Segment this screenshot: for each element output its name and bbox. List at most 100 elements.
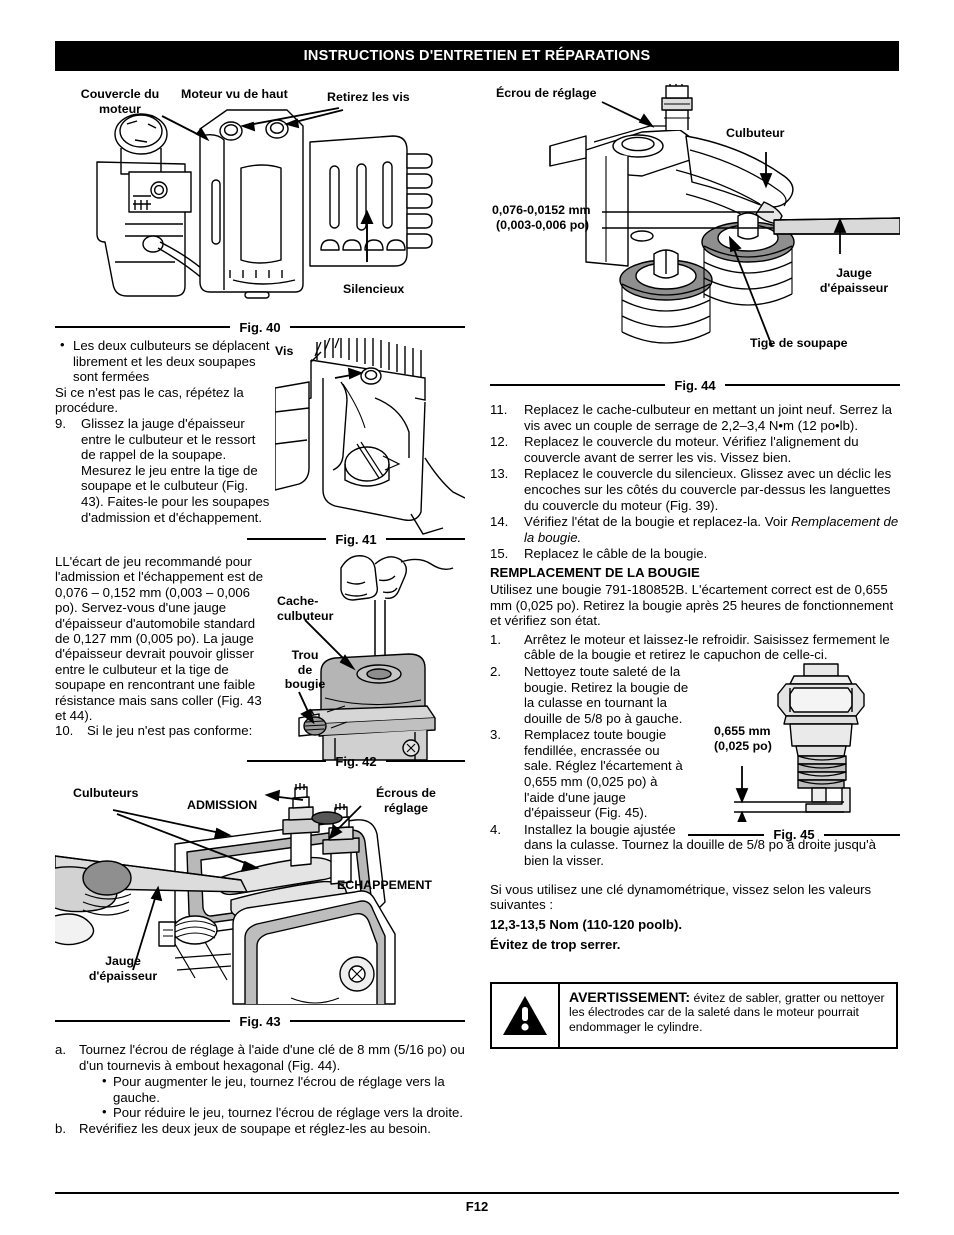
fig44-callout-clearance-in: (0,003-0,006 po) (496, 218, 589, 232)
figure-45-caption-rule: Fig. 45 (688, 824, 900, 846)
fig44-callout-valve-stem: Tige de soupape (750, 336, 848, 350)
list-item-9-number: 9. (55, 415, 66, 431)
fig41-row: Vis Les deux culbuteurs se déplacent lib… (55, 337, 465, 538)
warning-box: AVERTISSEMENT: évitez de sabler, gratter… (490, 982, 898, 1049)
fig44-callout-feeler-gauge: Jauge d'épaisseur (819, 266, 889, 295)
fig40-callout-top-view: Moteur vu de haut (181, 87, 288, 101)
fig43-callout-exhaust: ECHAPPEMENT (337, 878, 433, 892)
list-item-a-bullet-2: Pour réduire le jeu, tournez l'écrou de … (97, 1104, 465, 1121)
fig42-callout-plug-hole: Trou de bougie (284, 648, 326, 692)
figure-45-label: Fig. 45 (773, 827, 815, 843)
figure-44-artwork: Écrou de réglage Culbuteur 0,076-0,0152 … (490, 84, 900, 374)
figure-41-caption-rule: Fig. 41 (247, 528, 465, 550)
para-clearance-spec: LL'écart de jeu recommandé pour l'admiss… (55, 554, 264, 724)
fig43-callout-adjust-nuts: Écrous de réglage (376, 786, 436, 815)
plug-list-item-4-number: 4. (490, 821, 501, 837)
list-item-12-number: 12. (490, 434, 509, 450)
list-item-11: 11. Replacez le cache-culbuteur en metta… (490, 402, 900, 433)
torque-note: Évitez de trop serrer. (490, 936, 621, 952)
para-torque-intro: Si vous utilisez une clé dynamométrique,… (490, 881, 872, 913)
fig43-callout-rockers: Culbuteurs (73, 786, 139, 800)
figure-40-label: Fig. 40 (239, 319, 281, 335)
warning-icon-cell (492, 984, 560, 1047)
list-item-b-text: Revérifiez les deux jeux de soupape et r… (79, 1120, 431, 1136)
figure-43-label: Fig. 43 (239, 1013, 281, 1029)
list-item-10-text: Si le jeu n'est pas conforme: (87, 723, 253, 739)
list-item-10: 10. Si le jeu n'est pas conforme: (55, 723, 273, 739)
list-item-15-text: Replacez le câble de la bougie. (524, 546, 708, 562)
figure-43-artwork: Culbuteurs ADMISSION Écrous de réglage E… (55, 782, 465, 1010)
list-item-b-marker: b. (55, 1120, 66, 1136)
list-item: Les deux culbuteurs se déplacent libreme… (55, 337, 273, 385)
bullet-list-1: Les deux culbuteurs se déplacent libreme… (55, 337, 273, 385)
list-item-a-bullet-2-text: Pour réduire le jeu, tournez l'écrou de … (113, 1105, 463, 1121)
fig44-callout-rocker: Culbuteur (726, 126, 785, 140)
plug-list-item-3-number: 3. (490, 727, 501, 743)
figure-41-drawing (275, 338, 465, 535)
figure-42-artwork: Cache- culbuteur Trou de bougie (275, 552, 465, 764)
plug-list-item-1: 1. Arrêtez le moteur et laissez-le refro… (490, 632, 900, 663)
plug-list-item-2: 0,655 mm (0,025 po) 2. Nettoyez toute sa… (490, 663, 900, 822)
warning-triangle-icon (503, 995, 547, 1035)
torque-value: 12,3-13,5 Nom (110-120 poolb). (490, 916, 683, 932)
para-repeat-procedure: Si ce n'est pas le cas, répétez la procé… (55, 384, 244, 416)
plug-list-item-2-text: Nettoyez toute saleté de la bougie. Reti… (524, 663, 689, 726)
figure-45-artwork: 0,655 mm (0,025 po) (698, 662, 900, 822)
figure-44-caption-rule: Fig. 44 (490, 374, 900, 396)
sub-list-ab: a. Tournez l'écrou de réglage à l'aide d… (55, 1042, 465, 1137)
figure-43-caption-rule: Fig. 43 (55, 1010, 465, 1032)
fig40-callout-cover: Couvercle du moteur (80, 87, 160, 116)
list-item-15: 15. Replacez le câble de la bougie. (490, 546, 900, 562)
steps-11-15: 11. Replacez le cache-culbuteur en metta… (490, 402, 900, 562)
list-item-14-number: 14. (490, 514, 509, 530)
fig40-callout-muffler: Silencieux (343, 282, 405, 296)
fig42-row: Cache- culbuteur Trou de bougie LL'écart… (55, 554, 465, 764)
list-item-a-text: Tournez l'écrou de réglage à l'aide d'un… (79, 1042, 465, 1073)
right-column: Écrou de réglage Culbuteur 0,076-0,0152 … (490, 84, 900, 953)
fig44-callout-clearance-mm: 0,076-0,0152 mm (492, 203, 591, 217)
list-item-10-number: 10. (55, 723, 74, 739)
list-item-a-bullet-1-text: Pour augmenter le jeu, tournez l'écrou d… (113, 1074, 445, 1105)
fig45-callout-gap-in: (0,025 po) (714, 738, 772, 753)
page-title: INSTRUCTIONS D'ENTRETIEN ET RÉPARATIONS (303, 48, 651, 64)
list-item-13: 13. Replacez le couvercle du silencieux.… (490, 466, 900, 513)
fig41-callout-screw: Vis (275, 344, 294, 358)
left-text-block-3: a. Tournez l'écrou de réglage à l'aide d… (55, 1042, 465, 1137)
fig43-callout-intake: ADMISSION (187, 798, 258, 812)
left-text-block-1: Les deux culbuteurs se déplacent libreme… (55, 337, 273, 526)
left-text-block-2: LL'écart de jeu recommandé pour l'admiss… (55, 554, 273, 740)
figure-41-label: Fig. 41 (335, 531, 377, 547)
plug-list-item-3: 3. Remplacez toute bougie fendillée, enc… (490, 727, 900, 821)
list-item-14-reference: Remplacement de la bougie. (524, 514, 899, 545)
plug-list-item-3-text: Remplacez toute bougie fendillée, encras… (524, 727, 683, 821)
warning-body: évitez de sabler, gratter ou nettoyer le… (569, 991, 885, 1034)
list-item-9-text: Glissez la jauge d'épaisseur entre le cu… (81, 415, 270, 525)
figure-41-artwork: Vis (275, 338, 465, 538)
warning-title: AVERTISSEMENT: (569, 989, 691, 1005)
figure-42-label: Fig. 42 (335, 753, 377, 769)
fig45-callout-gap-mm: 0,655 mm (714, 723, 771, 738)
figure-40-drawing (96, 107, 433, 299)
footer-rule (55, 1192, 899, 1194)
para-spark-plug-intro: Utilisez une bougie 791-180852B. L'écart… (490, 581, 894, 629)
list-item-14-text: Vérifiez l'état de la bougie et replacez… (524, 514, 792, 530)
figure-44-label: Fig. 44 (674, 377, 716, 393)
figure-42-caption-rule: Fig. 42 (247, 750, 465, 772)
plug-list-item-2-number: 2. (490, 663, 501, 679)
list-item-b: b. Revérifiez les deux jeux de soupape e… (55, 1121, 465, 1137)
fig40-callout-screws: Retirez les vis (327, 90, 410, 104)
page-header-banner: INSTRUCTIONS D'ENTRETIEN ET RÉPARATIONS (55, 41, 899, 71)
list-item-12-text: Replacez le couvercle du moteur. Vérifie… (524, 434, 859, 465)
plug-list-item-1-number: 1. (490, 631, 501, 647)
list-item-15-number: 15. (490, 546, 509, 562)
plug-list-item-1-text: Arrêtez le moteur et laissez-le refroidi… (524, 631, 890, 663)
list-item-13-text: Replacez le couvercle du silencieux. Gli… (524, 466, 892, 513)
figure-43-drawing (55, 783, 396, 1005)
list-item-12: 12. Replacez le couvercle du moteur. Vér… (490, 434, 900, 465)
figure-45-drawing (734, 663, 865, 822)
figure-44-drawing (549, 84, 900, 347)
list-item-11-text: Replacez le cache-culbuteur en mettant u… (524, 402, 892, 433)
figure-40-caption-rule: Fig. 40 (55, 316, 465, 338)
left-column: Couvercle du moteur Moteur vu de haut Re… (55, 84, 465, 1138)
